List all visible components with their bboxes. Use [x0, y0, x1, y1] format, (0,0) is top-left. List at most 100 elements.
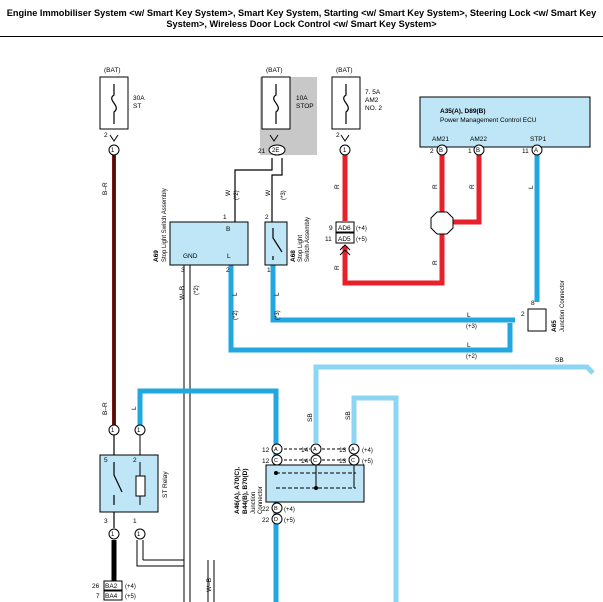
jc-p5: (+5) — [362, 459, 373, 465]
ad5-box — [335, 232, 355, 244]
jc-code2: B44(B), B70(D) — [242, 468, 249, 514]
st-conn: 1 — [111, 148, 115, 154]
ad-ad6: AD6 — [338, 225, 351, 232]
jc-n14-a: 14 — [301, 447, 309, 454]
page-title: Engine Immobiliser System <w/ Smart Key … — [0, 8, 603, 30]
relay-n1: 1 — [133, 518, 137, 525]
wire-label-l-6: L — [131, 406, 138, 410]
a68-name2: Switch Assembly — [305, 217, 311, 262]
bottom-p5: (+5) — [125, 594, 136, 600]
ad-n9: 9 — [329, 225, 333, 232]
ecu-am21: AM21 — [432, 136, 449, 143]
wire-label-l-1: L — [232, 292, 239, 296]
a69-n2: 2 — [226, 267, 230, 274]
jc-pin-14a — [310, 443, 322, 455]
junction-dot-2 — [274, 471, 278, 475]
a68-name1: Stop Light — [298, 235, 304, 262]
st-relay-coil-icon — [135, 475, 146, 497]
relay-conn-t2: 1 — [137, 428, 141, 434]
jc-n12-c: 12 — [262, 458, 270, 465]
a68-n2: 2 — [265, 214, 269, 221]
st-relay-switch-icon — [113, 462, 123, 505]
ad6-box — [335, 221, 355, 233]
wire-red-to-splice — [342, 232, 445, 286]
am2-conn: 1 — [343, 148, 347, 154]
jc-cA-2: A — [313, 447, 317, 453]
jc-pin-13a — [348, 443, 360, 455]
wire-sb-upper — [313, 364, 595, 443]
wire-label-sb-3: SB — [345, 411, 352, 420]
ba4-box — [103, 590, 123, 601]
wire-label-r-3: R — [432, 184, 439, 189]
wire-label-r-1: R — [334, 184, 341, 189]
am2-bat-label: (BAT) — [336, 67, 353, 74]
bottom-ba4: BA4 — [105, 593, 118, 600]
am2-pin-arrow — [340, 134, 350, 142]
relay-top-conn-2 — [134, 424, 146, 436]
ecu-n1: 1 — [468, 148, 472, 155]
am2-name1: AM2 — [365, 97, 379, 104]
am2-name2: NO. 2 — [365, 105, 382, 112]
jc-n12-a: 12 — [262, 447, 270, 454]
wire-label-p2-3: (*2) — [233, 310, 239, 320]
bottom-n26: 26 — [92, 583, 100, 590]
junction-box — [265, 464, 365, 503]
bottom-ba2: BA2 — [105, 583, 118, 590]
title-line-1: Engine Immobiliser System <w/ Smart Key … — [6, 8, 597, 18]
jc-cC-1: C — [274, 458, 278, 464]
stop-rating: 10A — [296, 95, 308, 102]
st-pin: 2 — [104, 132, 108, 139]
a65-n2: 2 — [521, 311, 525, 318]
jc-n14-c: 14 — [301, 458, 309, 465]
stop-conn: 2E — [272, 148, 279, 154]
jc-cB: B — [274, 506, 278, 512]
a69-pin-gnd: GND — [183, 253, 198, 260]
ecu-pin-am21 — [436, 144, 448, 156]
wire-label-r-5: R — [469, 184, 476, 189]
wire-sb-lower — [351, 395, 399, 602]
st-relay-box — [99, 454, 159, 513]
fuse-stop-icon — [273, 84, 279, 124]
jc-pin-12a — [271, 443, 283, 455]
st-name: ST — [133, 103, 141, 110]
bottom-p4: (+4) — [125, 584, 136, 590]
ecu-box — [419, 96, 591, 148]
wire-label-l-3: L — [528, 185, 535, 189]
ecu-cB2: B — [476, 148, 480, 154]
ecu-pin-am22 — [473, 144, 485, 156]
ecu-stp1: STP1 — [530, 136, 547, 143]
wire-label-l-4: L — [467, 312, 471, 319]
jc-cA-3: A — [351, 447, 355, 453]
wire-label-w-b-1: W–B — [179, 286, 186, 300]
wire-label-r-2: R — [334, 265, 341, 270]
wire-label-plus3: (+3) — [466, 324, 477, 330]
wire-blue-a68 — [270, 265, 515, 323]
relay-conn-b2: 1 — [137, 532, 141, 538]
wire-w-to-a68 — [271, 158, 283, 222]
jc-n13-a: 13 — [339, 447, 347, 454]
stop-name: STOP — [296, 103, 314, 110]
wire-red-am22 — [452, 155, 482, 225]
ba2-box — [103, 580, 123, 591]
a69-pin-l: L — [227, 253, 231, 260]
wire-label-b-r-1: B–R — [102, 182, 109, 195]
jc-code1: A46(A), A70(C), — [234, 467, 241, 514]
wire-label-w-1: W — [225, 189, 232, 196]
fuse-st-icon — [111, 84, 117, 124]
relay-conn-b1: 1 — [111, 532, 115, 538]
wire-relay-gnd-join-a — [136, 560, 184, 567]
jc-p4: (+4) — [362, 448, 373, 454]
wire-blue-a69 — [228, 265, 513, 353]
red-splice — [430, 211, 454, 235]
ecu-cB1: B — [439, 148, 443, 154]
junction-dot-1 — [314, 486, 318, 490]
jc-cC-2: C — [313, 458, 317, 464]
jc-name1: Junction — [251, 492, 257, 514]
a69-code: A69 — [153, 250, 160, 262]
wire-label-r-4: R — [432, 260, 439, 265]
wire-w-to-a69 — [234, 158, 273, 222]
relay-bot-conn-2 — [134, 528, 146, 540]
jc-p5-d: (+5) — [284, 518, 295, 524]
ecu-cA: A — [534, 148, 538, 154]
